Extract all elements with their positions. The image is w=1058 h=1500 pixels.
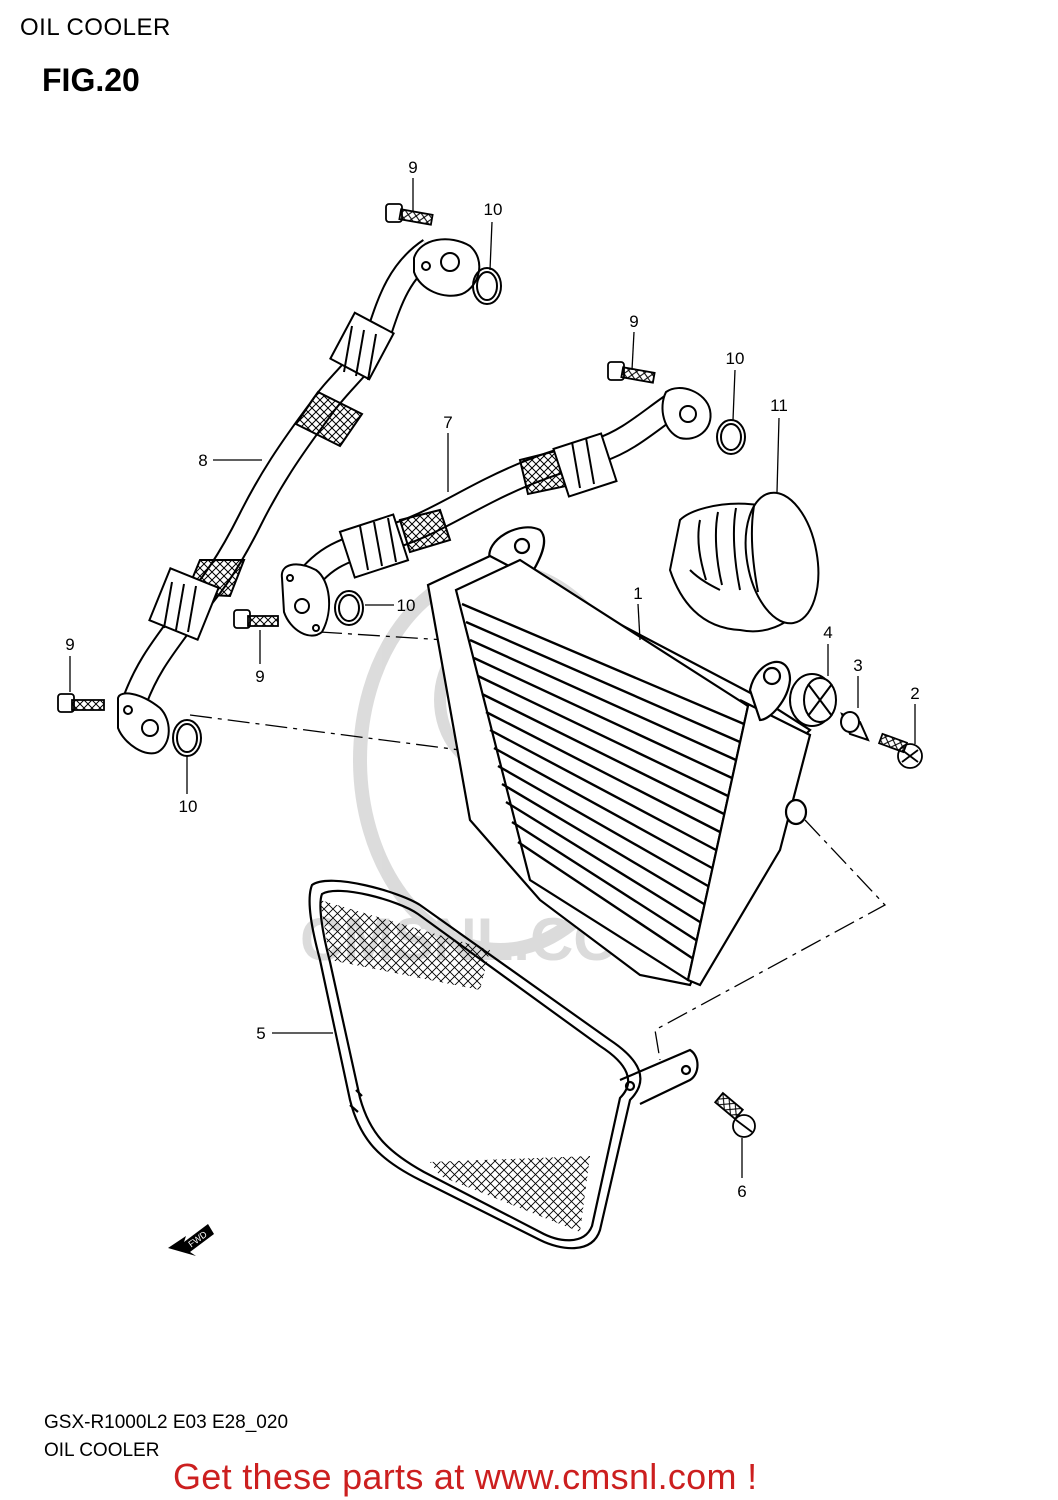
callout-1: 1 xyxy=(633,584,642,603)
callout-2: 2 xyxy=(910,684,919,703)
page-header-title: OIL COOLER xyxy=(20,14,171,41)
callout-5: 5 xyxy=(256,1024,265,1043)
callout-labels: 9 10 9 10 11 7 8 1 4 3 2 10 9 9 10 5 6 xyxy=(65,158,919,1201)
bolt-2 xyxy=(877,732,923,769)
collar-3 xyxy=(840,711,870,742)
callout-6: 6 xyxy=(737,1182,746,1201)
oil-filter-11 xyxy=(668,491,820,633)
bolt-9-top xyxy=(385,203,434,226)
callout-leaders xyxy=(69,178,916,1178)
o-rings-10 xyxy=(172,267,746,757)
oil-hose-7 xyxy=(280,387,712,637)
diagram-code: GSX-R1000L2 E03 E28_020 xyxy=(44,1412,289,1433)
callout-10-top: 10 xyxy=(484,200,503,219)
callout-8: 8 xyxy=(198,451,207,470)
bolt-9-left xyxy=(57,693,105,713)
callout-10-middle: 10 xyxy=(397,596,416,615)
callout-9-left: 9 xyxy=(65,635,74,654)
callout-10-right: 10 xyxy=(726,349,745,368)
bolt-6 xyxy=(713,1091,756,1138)
callout-3: 3 xyxy=(853,656,862,675)
grommet-4 xyxy=(789,673,837,727)
figure-label: FIG.20 xyxy=(42,62,140,98)
callout-9-top: 9 xyxy=(408,158,417,177)
bolt-9-right xyxy=(607,361,656,384)
bolt-9-middle xyxy=(233,609,279,629)
parts-link-banner[interactable]: Get these parts at www.cmsnl.com ! xyxy=(173,1456,758,1497)
callout-9-right: 9 xyxy=(629,312,638,331)
leader-lines xyxy=(189,631,887,1061)
oil-cooler-1 xyxy=(426,526,812,987)
diagram-name: OIL COOLER xyxy=(44,1440,160,1461)
oil-cooler-guard-5 xyxy=(308,879,699,1250)
callout-4: 4 xyxy=(823,623,832,642)
fwd-arrow-icon: FWD xyxy=(168,1224,214,1256)
callout-7: 7 xyxy=(443,413,452,432)
oil-hose-8 xyxy=(117,238,481,755)
callout-10-left: 10 xyxy=(179,797,198,816)
callout-9-middle: 9 xyxy=(255,667,264,686)
callout-11: 11 xyxy=(770,396,788,415)
